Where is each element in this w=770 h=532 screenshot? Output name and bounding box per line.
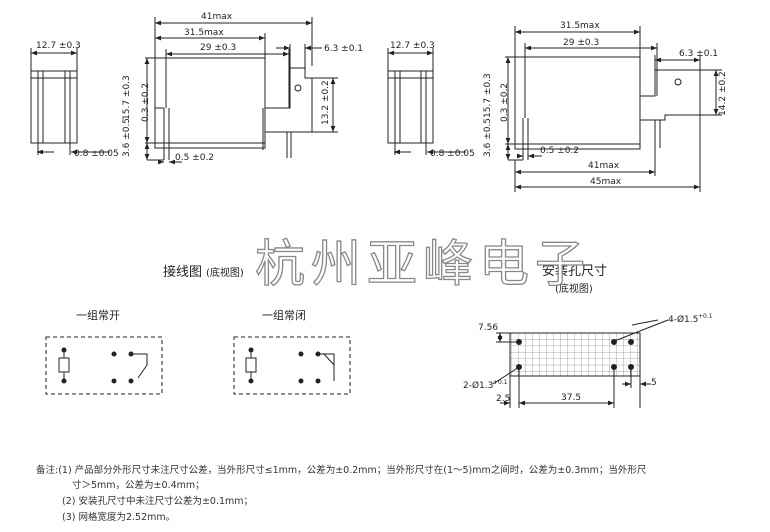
- dim-label: 12.7 ±0.3: [390, 41, 435, 51]
- watermark: 杭州亚峰电子: [254, 234, 591, 293]
- dim-label: 0.3 ±0.2: [141, 83, 151, 122]
- dim-label: 31.5max: [560, 21, 600, 31]
- dim-label: 41max: [588, 161, 620, 171]
- dim-label: 15.7 ±0.3: [483, 73, 493, 118]
- dim-label: 45max: [590, 177, 622, 187]
- side-view-body-2: [514, 56, 641, 150]
- dim-label: 31.5max: [184, 28, 224, 38]
- note-line-1b: 寸＞5mm，公差为±0.4mm；: [72, 480, 205, 491]
- note-line-2: (2) 安装孔尺寸中未注尺寸公差为±0.1mm；: [62, 496, 254, 507]
- dim-label: 6.3 ±0.1: [324, 44, 363, 54]
- mount-dim: 2-Ø1.3: [463, 380, 493, 391]
- dim-label: 3.6 ±0.5: [122, 118, 132, 157]
- dim-label: 29 ±0.3: [200, 43, 236, 53]
- dim-label: 0.5 ±0.2: [175, 153, 214, 163]
- dim-label: 0.8 ±0.05: [74, 149, 119, 159]
- mount-dim-tol: +0.1: [698, 313, 713, 320]
- end-view-body: [30, 70, 78, 144]
- top-left-view: [30, 17, 338, 165]
- note-line-3: (3) 网格宽度为2.52mm。: [62, 512, 176, 523]
- mount-dims: 7.56 4-Ø1.5 +0.1 2-Ø1.3 +0.1 2.5 37.5 5: [463, 313, 713, 404]
- wiring-title-note: (底视图): [206, 266, 244, 279]
- dim-label: 29 ±0.3: [563, 38, 599, 48]
- mount-title: 安装孔尺寸: [542, 264, 607, 279]
- note-line-1: 备注:(1) 产品部分外形尺寸未注尺寸公差，当外形尺寸≤1mm，公差为±0.2m…: [36, 465, 647, 476]
- mount-section: 安装孔尺寸 (底视图): [542, 264, 607, 295]
- nc-label: 一组常闭: [262, 308, 306, 322]
- dim-label: 41max: [201, 12, 233, 22]
- dim-label: 0.3 ±0.2: [500, 83, 510, 122]
- dim-label: 6.3 ±0.1: [679, 49, 718, 59]
- dim-label: 13.2 ±0.2: [321, 80, 331, 125]
- wiring-title: 接线图: [163, 264, 202, 280]
- mount-dim: 2.5: [496, 394, 510, 404]
- mount-dim: 5: [651, 378, 657, 388]
- end-view-body-2: [387, 70, 434, 144]
- dimension-labels: 12.7 ±0.3 41max 31.5max 29 ±0.3 6.3 ±0.1…: [36, 12, 728, 187]
- dim-label: 3.6 ±0.5: [483, 118, 493, 157]
- dim-label: 0.8 ±0.05: [430, 149, 475, 159]
- dim-label: 14.2 ±0.2: [718, 71, 728, 116]
- mount-dim: 4-Ø1.5: [668, 314, 698, 325]
- mount-grid: [492, 319, 669, 408]
- no-contact-symbol: [45, 336, 163, 395]
- dim-label: 0.5 ±0.2: [540, 146, 579, 156]
- no-label: 一组常开: [76, 308, 120, 322]
- top-right-view: [387, 26, 722, 192]
- mount-dim: 7.56: [478, 323, 498, 333]
- nc-contact-symbol: [233, 336, 351, 395]
- dim-label: 12.7 ±0.3: [36, 41, 81, 51]
- mount-dim: 37.5: [561, 393, 581, 403]
- wiring-diagram: 接线图 (底视图) 一组常开 一组常闭: [76, 264, 306, 322]
- mount-title-note: (底视图): [555, 282, 593, 295]
- dim-label: 15.7 ±0.3: [122, 75, 132, 120]
- side-view-body: [154, 57, 266, 149]
- mount-dim-tol: +0.1: [493, 379, 508, 386]
